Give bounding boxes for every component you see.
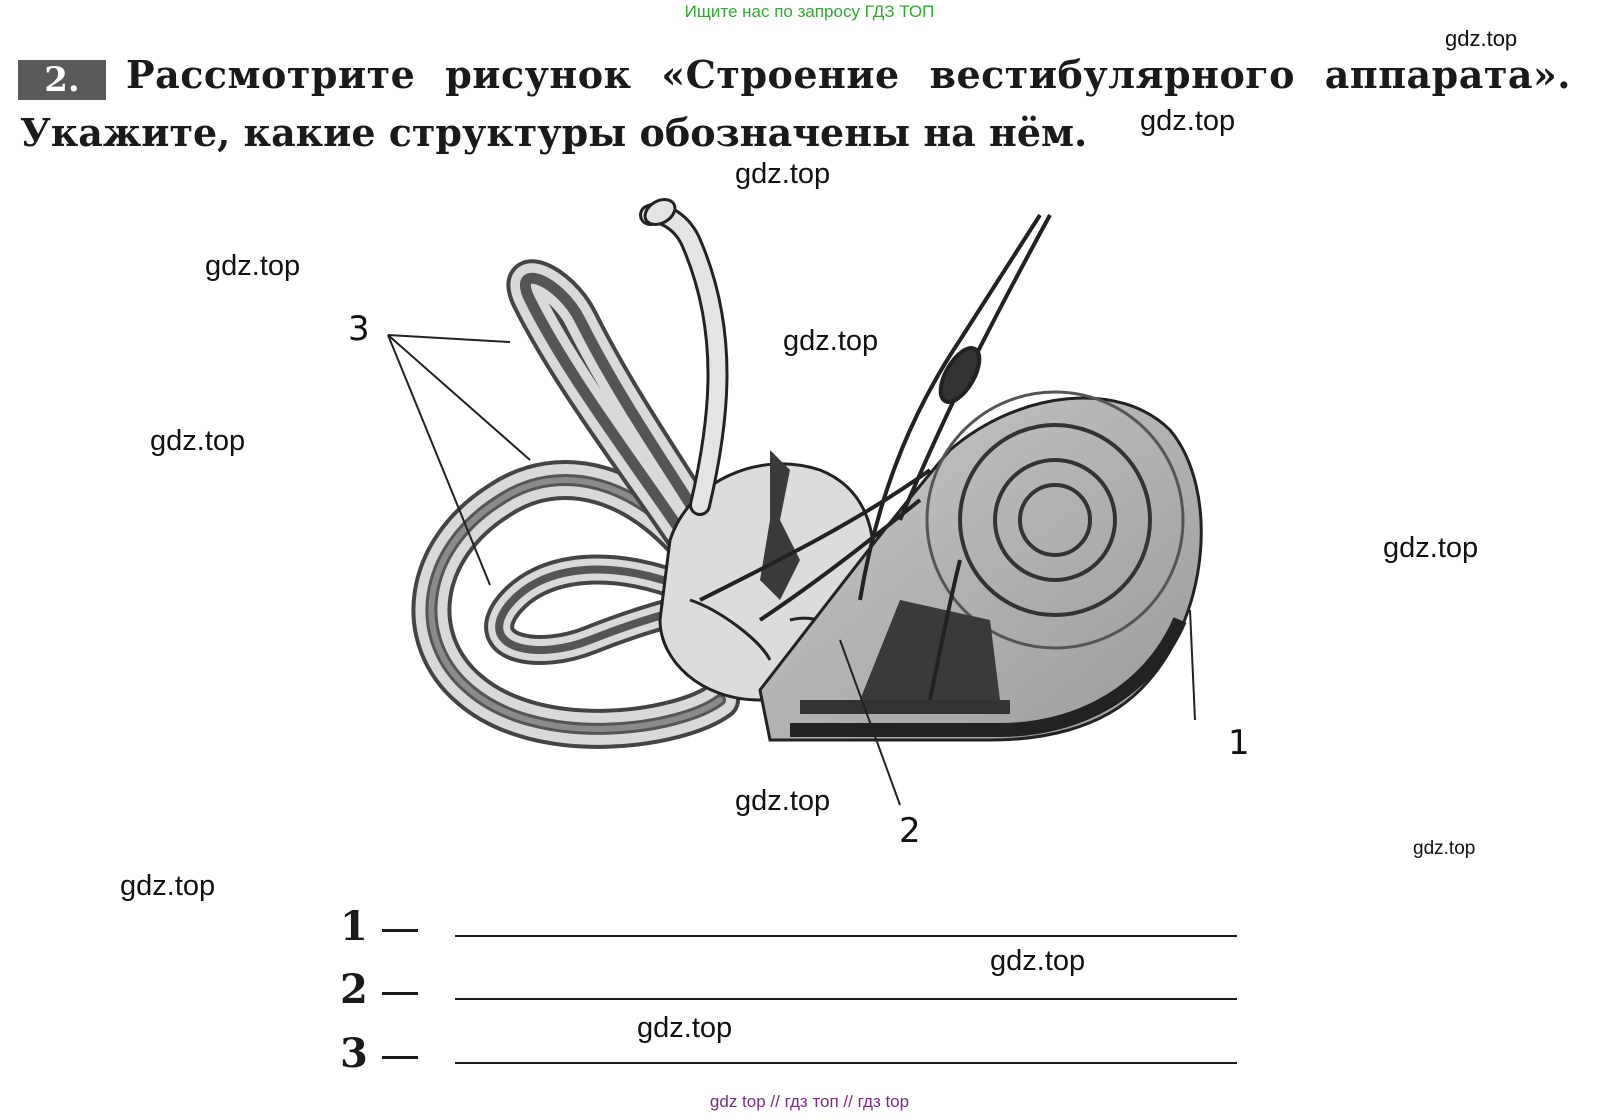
cochlea xyxy=(758,390,1203,742)
leader-lines xyxy=(387,334,1196,806)
watermark: gdz.top xyxy=(205,250,301,282)
watermark: gdz.top xyxy=(735,158,831,190)
answer-dash xyxy=(382,1056,418,1059)
semicircular-canals xyxy=(411,259,740,749)
label-1: 1 xyxy=(1228,723,1250,763)
watermark: gdz.top xyxy=(637,1012,733,1044)
label-2: 2 xyxy=(899,811,921,851)
answer-number: 1 xyxy=(340,903,368,950)
footer-links[interactable]: gdz top // гдз топ // гдз top xyxy=(709,1092,910,1111)
watermark: gdz.top xyxy=(1413,838,1476,859)
answer-number: 3 xyxy=(340,1030,368,1077)
figure-title: «Строение вестибулярного аппарата». xyxy=(661,52,1571,97)
watermark: gdz.top xyxy=(783,325,879,357)
watermark: gdz.top xyxy=(735,785,831,817)
watermark: gdz.top xyxy=(120,870,216,902)
watermark: gdz.top xyxy=(1140,105,1236,137)
task-heading-line1: Рассмотрите рисунок «Строение вестибуляр… xyxy=(126,52,1571,97)
answer-row-3: 3 xyxy=(340,1030,1240,1077)
watermark: gdz.top xyxy=(1383,532,1479,564)
watermark: gdz.top xyxy=(1445,26,1518,51)
task-instruction: Рассмотрите рисунок xyxy=(126,52,632,97)
vestibular-apparatus-figure: 3 1 2 xyxy=(348,198,1250,851)
answer-dash xyxy=(382,929,418,932)
search-banner[interactable]: Ищите нас по запросу ГДЗ ТОП xyxy=(684,2,935,21)
label-3: 3 xyxy=(348,309,370,349)
answer-field-2[interactable] xyxy=(455,998,1237,1000)
task-number-badge: 2. xyxy=(18,60,106,100)
endolymphatic-duct xyxy=(639,198,729,516)
answer-dash xyxy=(382,992,418,995)
watermark: gdz.top xyxy=(150,425,246,457)
watermark: gdz.top xyxy=(990,945,1086,977)
task-heading-line2: Укажите, какие структуры обозначены на н… xyxy=(20,110,1088,155)
answer-row-1: 1 xyxy=(340,903,1240,950)
answer-number: 2 xyxy=(340,966,368,1013)
answer-row-2: 2 xyxy=(340,966,1240,1013)
answer-field-1[interactable] xyxy=(455,935,1237,937)
answer-field-3[interactable] xyxy=(455,1062,1237,1064)
vestibulocochlear-nerve xyxy=(699,213,1052,701)
